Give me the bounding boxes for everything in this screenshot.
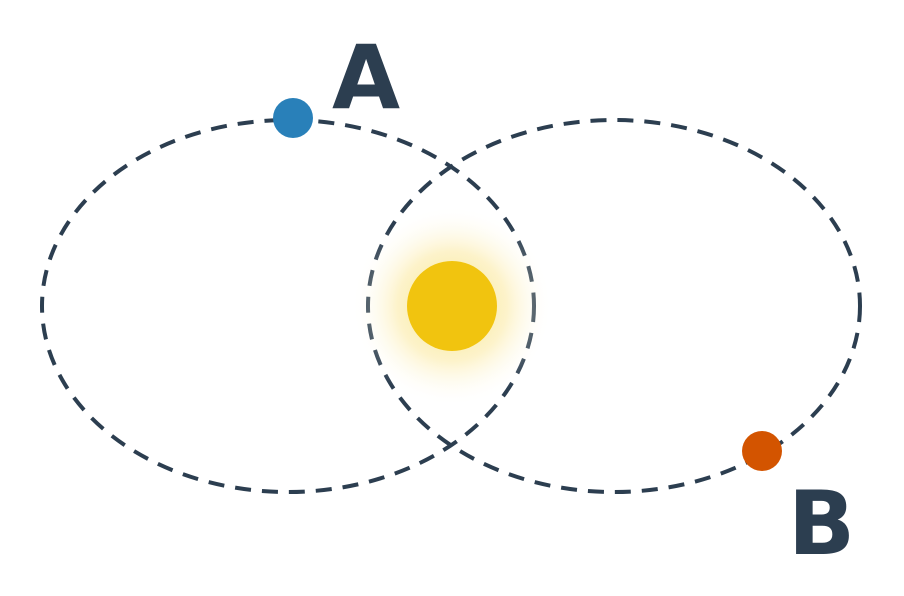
planet-a-label: A [332, 26, 400, 129]
sun [407, 261, 497, 351]
planet-b-label: B [788, 472, 855, 575]
planet-b [742, 431, 782, 471]
planet-a [273, 98, 313, 138]
